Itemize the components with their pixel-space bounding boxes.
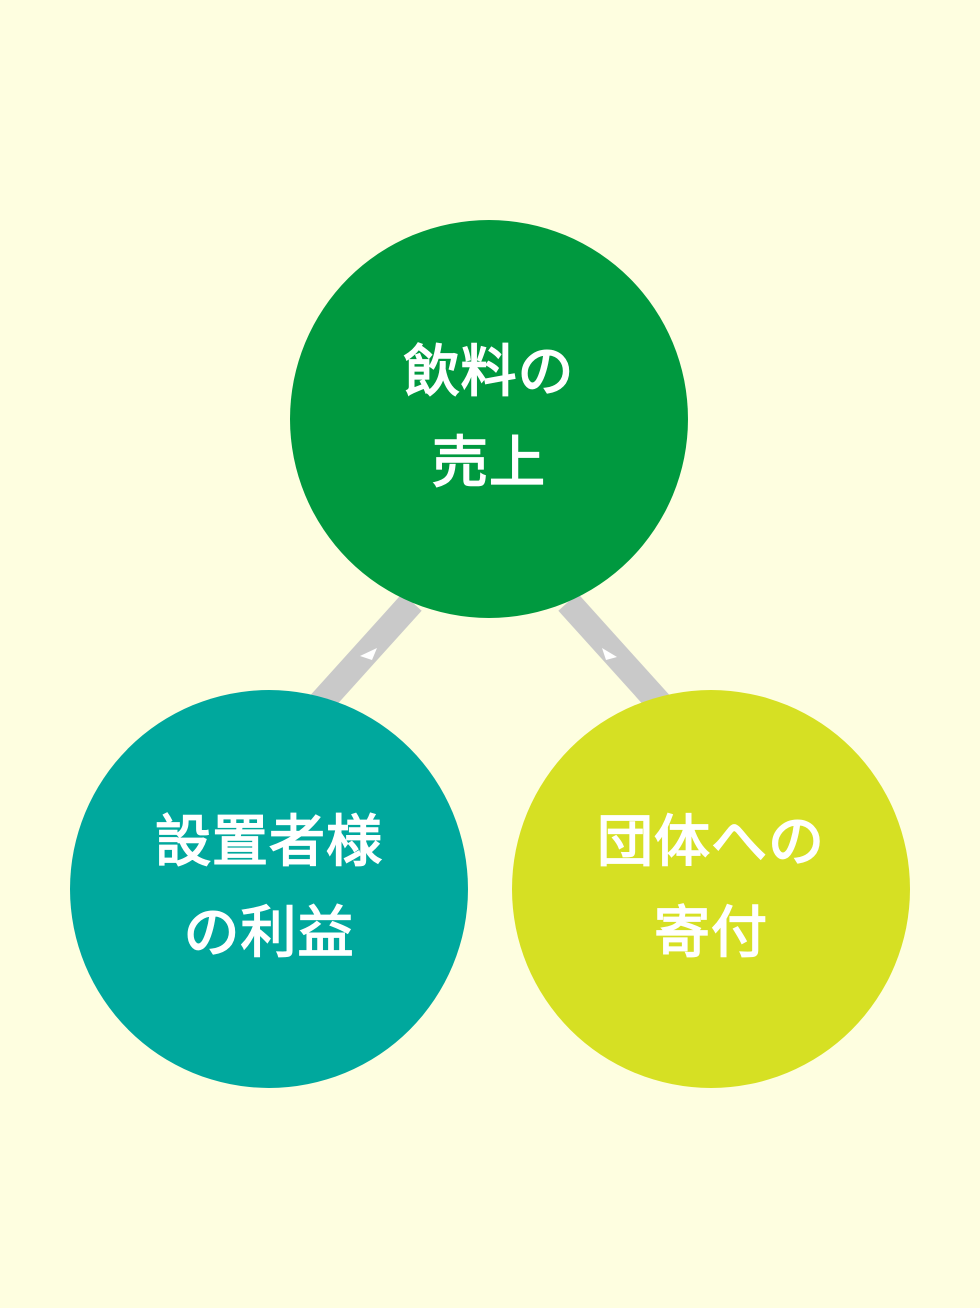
node-installer-profit: 設置者様 の利益 [70,690,468,1088]
node-organization-donation-line2: 寄付 [654,901,768,966]
node-installer-profit-line2: の利益 [183,901,355,966]
node-organization-donation-line1: 団体への [597,810,825,876]
node-installer-profit-line1: 設置者様 [155,810,383,876]
node-beverage-sales-line1: 飲料の [403,340,575,406]
node-beverage-sales-line2: 売上 [432,431,546,496]
connector-top-to-right [558,593,670,713]
node-organization-donation: 団体への 寄付 [512,690,910,1088]
node-beverage-sales: 飲料の 売上 [290,220,688,618]
arrow-top-to-left-icon [360,648,377,660]
connector-top-to-left [310,593,422,713]
arrow-top-to-right-icon [602,648,617,660]
